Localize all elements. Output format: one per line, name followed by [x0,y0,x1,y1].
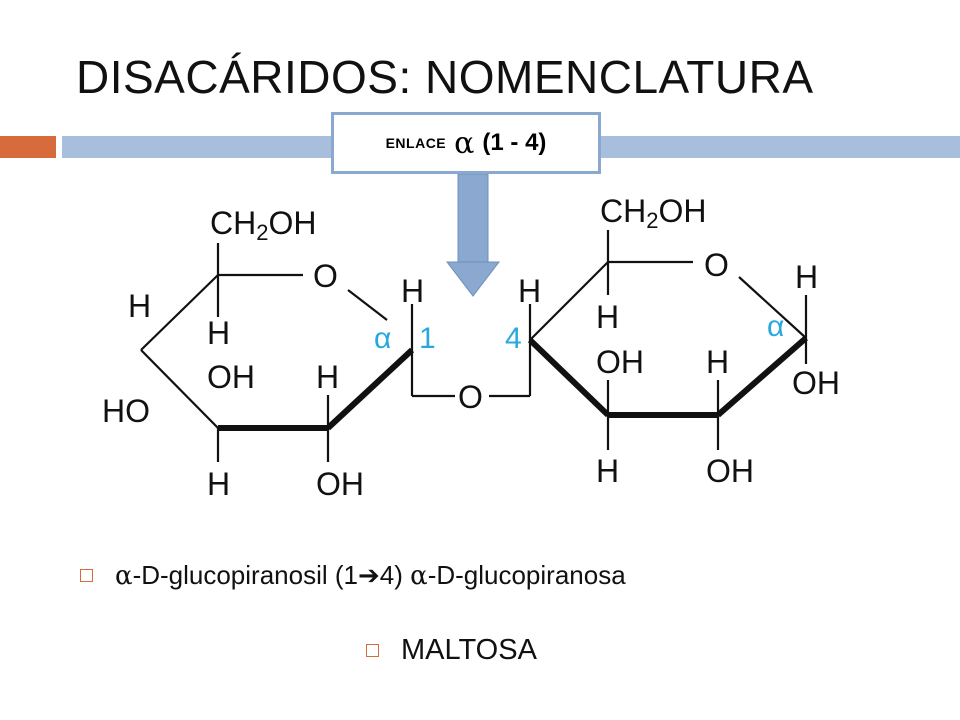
bullet-systematic-name: α-D-glucopiranosil (1➔4) α-D-glucopirano… [80,560,626,591]
ring2-position-4: 4 [505,322,522,355]
right-arrow-icon: ➔ [357,560,380,590]
ring2-h-bottom-left: H [596,453,619,489]
ring1-ho: HO [102,393,150,429]
ring1-h-inner: H [207,315,230,351]
bullet-square-icon [366,644,379,657]
ring1-ch2oh: CH2OH [210,205,316,245]
ring2-h-anomeric: H [795,259,818,295]
ring1-oh-inner: OH [207,359,255,395]
ring1-oh-bottom-right: OH [316,466,364,502]
ring2-alpha-label: α [767,310,784,343]
ring1-h-bottom-left: H [207,466,230,502]
ring2-h-inner: H [596,299,619,335]
callout-prefix: ENLACE [385,135,447,151]
common-name-text: MALTOSA [401,634,537,666]
callout-bond: (1 - 4) [482,129,547,156]
glycosidic-oxygen: O [458,379,483,415]
ring2-h-c4: H [518,273,541,309]
ring1-oxygen: O [313,258,338,294]
systematic-name-text: α-D-glucopiranosil (1➔4) α-D-glucopirano… [115,560,626,591]
ring1-position-1: 1 [419,322,436,355]
ring1-alpha-label: α [374,322,391,355]
ring2-h-right-top: H [706,344,729,380]
ring1-h-left: H [128,288,151,324]
ring-2-bonds [489,230,808,450]
accent-bar [0,136,56,158]
ring-1-bonds [140,243,455,462]
down-arrow-icon [445,173,501,297]
bullet-common-name: MALTOSA [366,634,537,667]
ring1-h-right-top: H [316,359,339,395]
bond-callout-box: ENLACE α (1 - 4) [331,112,601,174]
bullet-square-icon [80,569,93,582]
ring2-oh-inner: OH [596,344,644,380]
ring2-ch2oh: CH2OH [600,193,706,233]
page-title: DISACÁRIDOS: NOMENCLATURA [76,51,814,103]
ring2-oh-bottom-right: OH [706,453,754,489]
ring1-h-anomeric: H [401,273,424,309]
ring2-oh-anomeric: OH [792,365,840,401]
ring2-oxygen: O [704,247,729,283]
callout-alpha: α [454,125,475,161]
